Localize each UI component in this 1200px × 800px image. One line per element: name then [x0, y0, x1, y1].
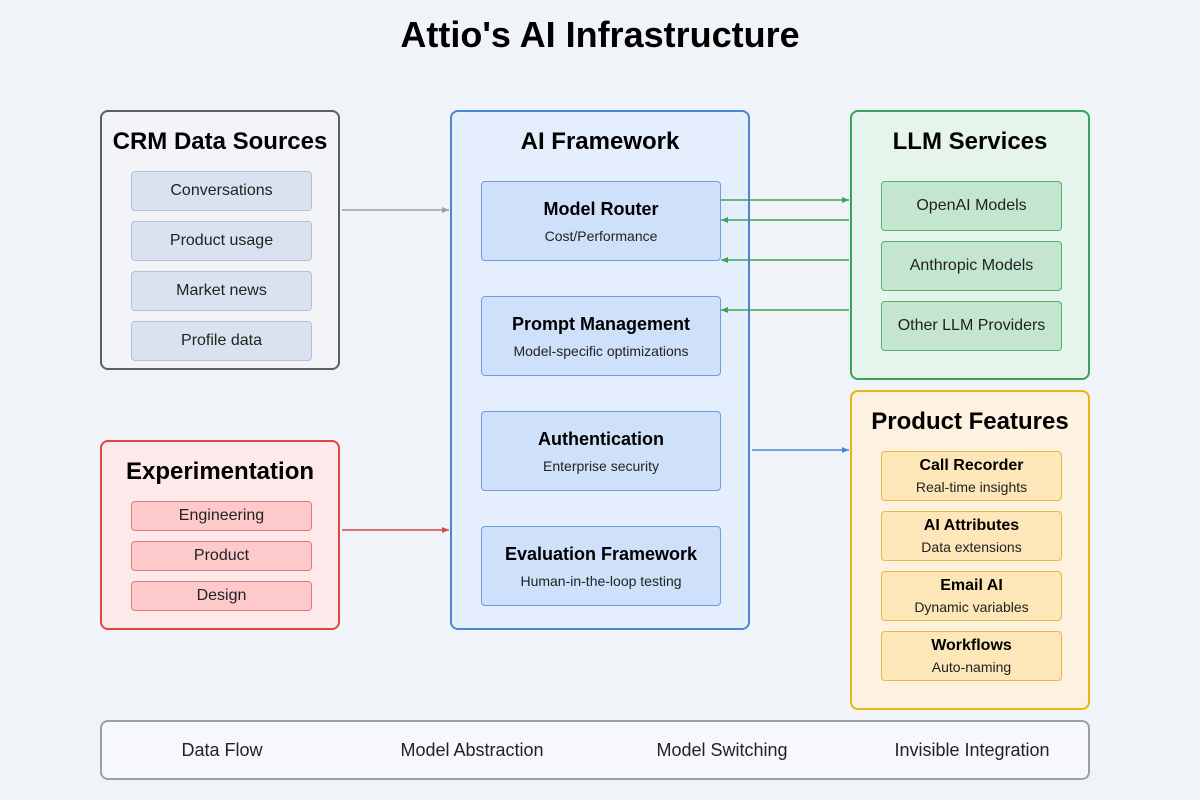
principle-invisible-integration: Invisible Integration	[894, 740, 1050, 760]
email-ai-subtitle: Dynamic variables	[914, 599, 1029, 615]
model-router-title: Model Router	[543, 198, 659, 219]
llm-services-panel-title: LLM Services	[892, 128, 1048, 155]
ai-attributes-subtitle: Data extensions	[921, 539, 1022, 555]
call-recorder-box: Call Recorder Real-time insights	[881, 451, 1062, 501]
email-ai-box: Email AI Dynamic variables	[881, 571, 1062, 621]
prompt-management-subtitle: Model-specific optimizations	[513, 342, 689, 359]
authentication-subtitle: Enterprise security	[543, 457, 659, 474]
crm-item-profile-data: Profile data	[131, 321, 312, 361]
principle-data-flow: Data Flow	[181, 740, 263, 760]
prompt-management-box: Prompt Management Model-specific optimiz…	[481, 296, 721, 376]
llm-item-anthropic: Anthropic Models	[881, 241, 1062, 291]
principle-model-switching: Model Switching	[656, 740, 788, 760]
llm-services-panel: LLM Services OpenAI Models Anthropic Mod…	[850, 110, 1090, 380]
product-features-panel: Product Features Call Recorder Real-time…	[850, 390, 1090, 710]
evaluation-framework-subtitle: Human-in-the-loop testing	[520, 572, 682, 589]
ai-attributes-box: AI Attributes Data extensions	[881, 511, 1062, 561]
evaluation-framework-title: Evaluation Framework	[504, 543, 698, 564]
call-recorder-subtitle: Real-time insights	[915, 479, 1028, 495]
ai-attributes-title: AI Attributes	[923, 517, 1020, 534]
authentication-title: Authentication	[538, 428, 664, 449]
crm-item-market-news: Market news	[131, 271, 312, 311]
model-router-box: Model Router Cost/Performance	[481, 181, 721, 261]
crm-item-product-usage: Product usage	[131, 221, 312, 261]
prompt-management-title: Prompt Management	[511, 313, 691, 334]
call-recorder-title: Call Recorder	[919, 457, 1024, 474]
model-router-subtitle: Cost/Performance	[544, 227, 658, 244]
experimentation-item-design: Design	[131, 581, 312, 611]
ai-framework-panel-title: AI Framework	[520, 128, 680, 155]
crm-data-sources-panel: CRM Data Sources Conversations Product u…	[100, 110, 340, 370]
product-features-panel-title: Product Features	[871, 408, 1069, 435]
email-ai-title: Email AI	[940, 577, 1003, 594]
experimentation-panel: Experimentation Engineering Product Desi…	[100, 440, 340, 630]
diagram-title: Attio's AI Infrastructure	[400, 14, 800, 55]
crm-item-conversations: Conversations	[131, 171, 312, 211]
ai-framework-panel: AI Framework Model Router Cost/Performan…	[450, 110, 750, 630]
experimentation-panel-title: Experimentation	[125, 458, 315, 485]
evaluation-framework-box: Evaluation Framework Human-in-the-loop t…	[481, 526, 721, 606]
workflows-box: Workflows Auto-naming	[881, 631, 1062, 681]
crm-panel-title: CRM Data Sources	[112, 128, 328, 155]
authentication-box: Authentication Enterprise security	[481, 411, 721, 491]
experimentation-item-product: Product	[131, 541, 312, 571]
principle-model-abstraction: Model Abstraction	[400, 740, 544, 760]
llm-item-other-providers: Other LLM Providers	[881, 301, 1062, 351]
llm-item-openai: OpenAI Models	[881, 181, 1062, 231]
workflows-subtitle: Auto-naming	[931, 659, 1012, 675]
principles-bar: Data Flow Model Abstraction Model Switch…	[100, 720, 1090, 780]
experimentation-item-engineering: Engineering	[131, 501, 312, 531]
workflows-title: Workflows	[931, 637, 1012, 654]
